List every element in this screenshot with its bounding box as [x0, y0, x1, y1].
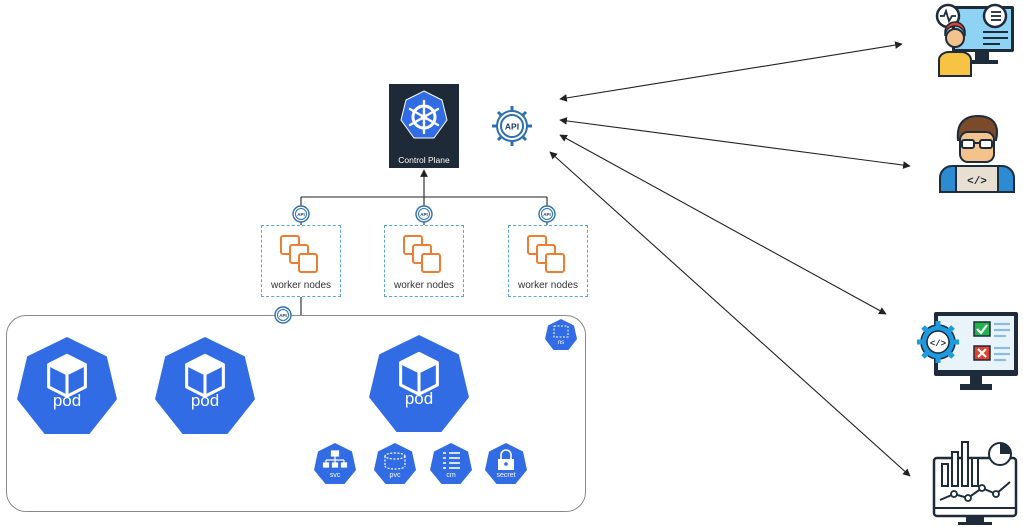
worker-node-1: worker nodes: [261, 225, 341, 297]
worker-node-label: worker nodes: [393, 280, 455, 291]
developer-icon: </>: [939, 114, 1015, 193]
api-gear-icon: API: [538, 205, 556, 223]
svg-text:API: API: [543, 212, 551, 217]
kubernetes-helm-icon: [400, 90, 448, 139]
lock-icon: [485, 443, 527, 484]
resource-secret: secret: [484, 442, 528, 486]
service-hierarchy-icon: [314, 443, 356, 484]
api-gear-icon: API: [274, 306, 292, 324]
svg-text:API: API: [420, 212, 428, 217]
resource-pvc: pvc: [373, 442, 417, 486]
control-plane: Control Plane: [389, 84, 459, 168]
pod-label: pod: [52, 391, 82, 410]
namespace-badge: ns: [544, 318, 578, 352]
arrow-client-3: [559, 134, 887, 315]
control-plane-label: Control Plane: [398, 155, 450, 165]
svg-text:</>: </>: [930, 339, 946, 349]
arrow-client-4: [549, 151, 911, 477]
analytics-dashboard-icon: [932, 441, 1018, 525]
arrow-client-1: [559, 41, 903, 102]
code-review-monitor-icon: </>: [917, 312, 1018, 390]
pod-cube-icon: [369, 335, 469, 432]
api-gear-icon: API: [415, 205, 433, 223]
worker-node-2: worker nodes: [384, 225, 464, 297]
pod-2: pod: [154, 335, 256, 437]
namespace-label: ns: [557, 340, 565, 346]
svg-text:</>: </>: [967, 176, 987, 188]
pod-cube-icon: [17, 337, 117, 434]
svg-text:API: API: [297, 212, 305, 217]
arrow-client-2: [559, 117, 911, 169]
resource-label: pvc: [389, 472, 401, 479]
monitoring-operator-icon: [935, 3, 1014, 77]
resource-label: cm: [446, 472, 456, 479]
pod-1: pod: [16, 335, 118, 437]
configmap-list-icon: [430, 443, 472, 484]
worker-node-label: worker nodes: [517, 280, 579, 291]
volume-cylinder-icon: [374, 443, 416, 484]
pod-3: pod: [368, 333, 470, 435]
worker-instances-icon: [403, 235, 441, 273]
api-gear-icon: API: [492, 106, 532, 146]
resource-cm: cm: [429, 442, 473, 486]
pod-label: pod: [190, 391, 220, 410]
worker-node-3: worker nodes: [508, 225, 588, 297]
resource-label: svc: [329, 472, 341, 479]
pod-label: pod: [404, 389, 434, 408]
api-label: API: [505, 122, 519, 132]
pod-cube-icon: [155, 337, 255, 434]
worker-instances-icon: [280, 235, 318, 273]
resource-svc: svc: [313, 442, 357, 486]
worker-instances-icon: [527, 235, 565, 273]
svg-text:API: API: [279, 313, 287, 318]
namespace-icon: [545, 319, 577, 350]
resource-label: secret: [496, 472, 516, 479]
api-gear-icon: API: [292, 205, 310, 223]
worker-node-label: worker nodes: [270, 280, 332, 291]
